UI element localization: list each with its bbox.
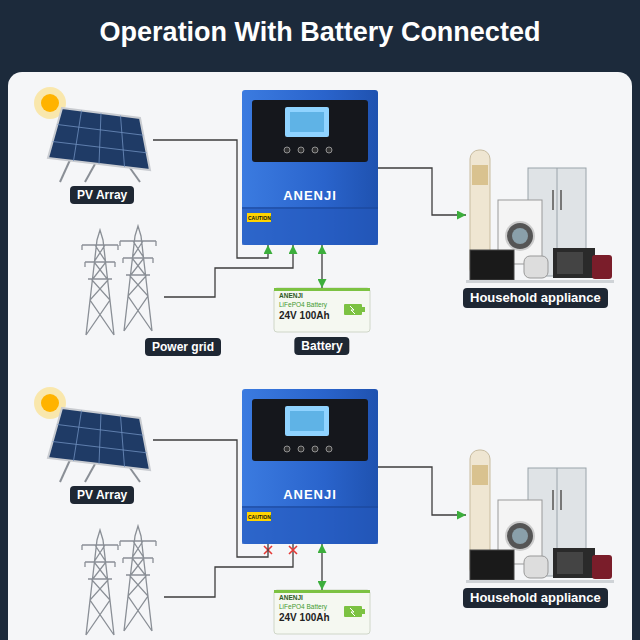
- pv-array-node: PV Array: [35, 92, 153, 182]
- pylon: [120, 226, 156, 331]
- node-label: Power grid: [145, 338, 221, 356]
- inverter-node: ANENJI CAUTION: [242, 389, 378, 544]
- node-label: Household appliance: [463, 588, 608, 608]
- node-text: ANENJI: [279, 594, 303, 602]
- household-appliance-node: Household appliance: [466, 146, 614, 284]
- node-text: ANENJI: [279, 292, 303, 300]
- power-connector: [164, 245, 293, 297]
- appliances: [466, 450, 614, 583]
- power-connector: [321, 245, 322, 288]
- battery-node: ANENJILiFePO4 Battery24V 100AhBattery: [274, 288, 370, 332]
- node-label: PV Array: [70, 486, 134, 504]
- node-text: 24V 100Ah: [279, 310, 330, 322]
- node-label: Battery: [294, 337, 349, 355]
- pylon: [120, 526, 156, 631]
- solar-panel: [34, 387, 150, 482]
- power-grid-node: Power grid: [74, 228, 164, 336]
- inverter-node: ANENJI CAUTION: [242, 90, 378, 245]
- power-connector: [153, 140, 268, 258]
- battery-body: [274, 590, 370, 634]
- pylon: [82, 530, 118, 635]
- inverter-body: [242, 90, 378, 245]
- disconnect-mark: [264, 546, 297, 554]
- power-connector: [378, 168, 466, 215]
- node-label: Household appliance: [463, 288, 608, 308]
- solar-panel: [34, 87, 150, 182]
- node-text: LiFePO4 Battery: [279, 301, 327, 309]
- grid-wire: [164, 544, 293, 597]
- node-text: 24V 100Ah: [279, 612, 330, 624]
- node-text: CAUTION: [248, 513, 271, 522]
- pylon: [82, 230, 118, 335]
- node-text: ANENJI: [283, 487, 337, 503]
- power-connector: [378, 467, 466, 515]
- appliances: [466, 150, 614, 283]
- node-text: CAUTION: [248, 214, 271, 223]
- title-text: Operation With Battery Connected: [0, 0, 640, 64]
- battery-node: ANENJILiFePO4 Battery24V 100Ah: [274, 590, 370, 632]
- panel-ground: [8, 72, 632, 640]
- node-text: LiFePO4 Battery: [279, 603, 327, 611]
- power-connector: [321, 544, 322, 590]
- pv-array-node: PV Array: [35, 392, 153, 482]
- node-text: ANENJI: [283, 188, 337, 204]
- inverter-body: [242, 389, 378, 544]
- power-connector: [153, 440, 268, 557]
- node-label: PV Array: [70, 186, 134, 204]
- household-appliance-node: Household appliance: [466, 446, 614, 584]
- battery-body: [274, 288, 370, 332]
